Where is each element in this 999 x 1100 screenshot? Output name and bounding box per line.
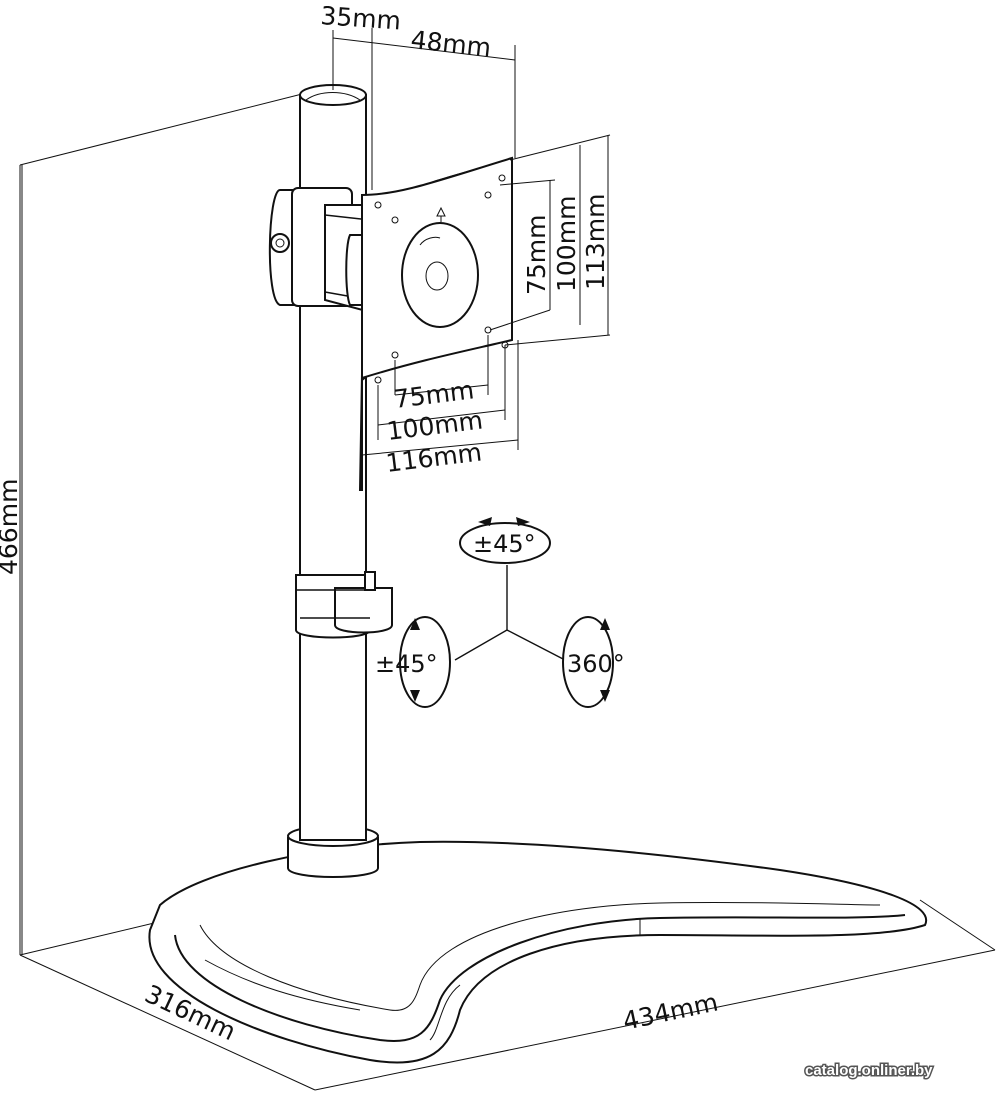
swivel-label: ±45°: [375, 650, 438, 678]
room-guides: [19, 91, 996, 1091]
tilt-ellipse: [459, 522, 551, 564]
swivel-ellipse: [399, 616, 451, 708]
base-width-label: 434mm: [620, 987, 720, 1035]
top-clamp: [268, 187, 373, 314]
cable-clip: [295, 571, 393, 639]
rotation-indicator: [399, 517, 614, 708]
vesa-v-mid-label: 100mm: [552, 196, 581, 292]
vesa-v-small-label: 75mm: [522, 214, 551, 295]
tilt-label: ±45°: [473, 530, 536, 558]
watermark-text: catalog.onliner.by: [805, 1062, 933, 1079]
vesa-v-large-label: 113mm: [581, 194, 610, 290]
offset-top-label: 35mm: [320, 1, 402, 36]
vesa-plate: [358, 156, 514, 491]
stand-base: [148, 840, 928, 1064]
arm-width-label: 48mm: [409, 25, 492, 62]
watermark: catalog.onliner.by: [804, 1061, 935, 1081]
total-height-label: 466mm: [0, 479, 23, 575]
dimension-lines: [21, 28, 611, 955]
rotate-ellipse: [562, 616, 614, 708]
rotate-label: 360°: [567, 650, 625, 678]
